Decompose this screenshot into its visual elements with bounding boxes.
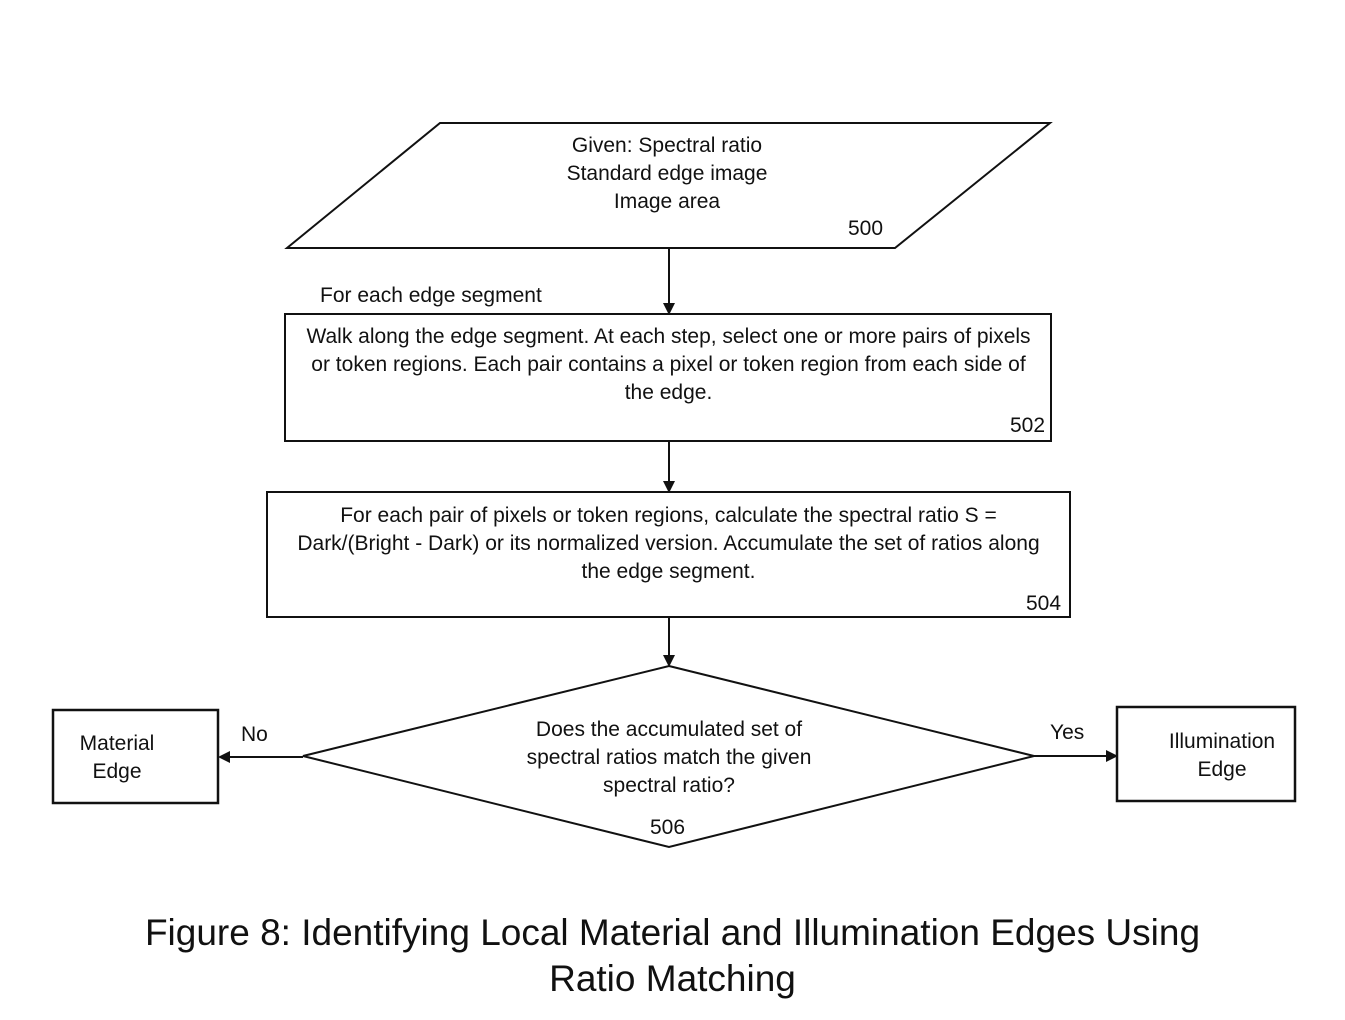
figure-caption: Figure 8: Identifying Local Material and…	[60, 910, 1285, 1002]
calc-box	[266, 491, 1071, 618]
illumination-line-1: Illumination	[1168, 730, 1276, 753]
material-edge-box	[51, 708, 220, 805]
decision-text: Does the accumulated set of spectral rat…	[526, 718, 812, 797]
input-line-2: Standard edge image	[566, 162, 768, 185]
ref-506: 506	[650, 816, 686, 839]
illumination-line-2: Edge	[1197, 758, 1247, 781]
input-text: Given: Spectral ratio Standard edge imag…	[467, 132, 867, 216]
material-line-2: Edge	[92, 760, 142, 783]
ref-504: 504	[1026, 592, 1062, 615]
loop-label: For each edge segment	[320, 284, 542, 307]
material-edge-text: Material Edge	[63, 730, 171, 786]
ref-500: 500	[848, 217, 884, 240]
illumination-edge-text: Illumination Edge	[1157, 728, 1287, 784]
input-parallelogram	[284, 122, 1053, 249]
walk-box	[284, 313, 1052, 442]
calc-text: For each pair of pixels or token regions…	[297, 504, 1040, 583]
ref-502: 502	[1010, 414, 1046, 437]
caption-line-1: Figure 8: Identifying Local Material and…	[144, 912, 1201, 953]
material-line-1: Material	[79, 732, 155, 755]
walk-text: Walk along the edge segment. At each ste…	[306, 325, 1031, 404]
input-line-1: Given: Spectral ratio	[571, 134, 763, 157]
decision-diamond	[302, 664, 1035, 849]
caption-line-2: Ratio Matching	[549, 958, 796, 999]
yes-label: Yes	[1050, 721, 1085, 744]
input-line-3: Image area	[613, 190, 721, 213]
illumination-edge-box	[1115, 705, 1297, 803]
no-label: No	[241, 723, 268, 746]
